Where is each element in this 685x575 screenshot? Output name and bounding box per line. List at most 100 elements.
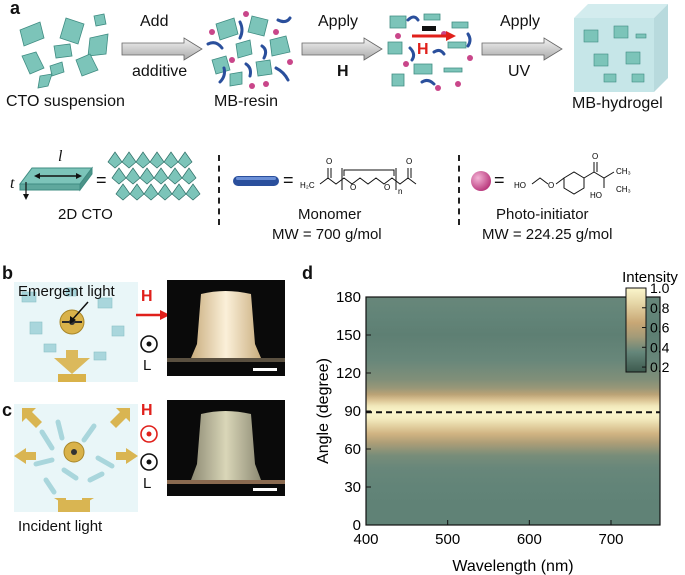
cto-octahedron xyxy=(115,183,131,201)
panel-letter-b: b xyxy=(2,263,13,283)
initiator-mw: MW = 224.25 g/mol xyxy=(482,226,613,243)
cto-octahedron xyxy=(139,167,155,185)
colorbar-tick-label: 1.0 xyxy=(650,280,670,296)
panel-letter-a: a xyxy=(10,0,21,18)
cto-octahedron xyxy=(149,151,165,169)
equals-sign-monomer: = xyxy=(283,170,294,190)
svg-text:O: O xyxy=(350,183,356,192)
stage-label-mb-hydrogel: MB-hydrogel xyxy=(572,95,663,112)
panel-c-light-l: L xyxy=(143,475,152,492)
dim-thickness-label: t xyxy=(10,175,15,192)
cto-octahedron xyxy=(129,183,145,201)
monomer-label: Monomer xyxy=(298,206,362,223)
legend-divider-1 xyxy=(218,155,220,225)
initiator-ho-label-1: HO xyxy=(514,181,526,190)
panel-b-light-l: L xyxy=(143,357,152,374)
arrow-1-bottom-label: additive xyxy=(132,63,188,80)
photo-initiator-icon xyxy=(471,171,491,191)
emergent-light-photo xyxy=(167,280,285,376)
cto-suspension-illustration xyxy=(19,13,109,89)
y-tick-label: 30 xyxy=(344,479,361,496)
cto-octahedron xyxy=(177,151,193,169)
cto-octahedron xyxy=(153,167,169,185)
cto-octahedron xyxy=(157,183,173,201)
photo-initiator-structure: O O HO HO CH₃ CH₃ xyxy=(514,152,631,200)
panel-c-field-dot-icon xyxy=(140,425,158,443)
field-label-h: H xyxy=(417,41,429,58)
colorbar-tick-label: 0.4 xyxy=(650,339,670,355)
cto-octahedron xyxy=(143,183,159,201)
arrow-2-top-label: Apply xyxy=(318,13,359,30)
arrow-3-bottom-label: UV xyxy=(508,63,531,80)
colorbar-gradient xyxy=(625,287,647,373)
monomer-h2c-label: H₂C xyxy=(300,181,315,190)
heatmap-field xyxy=(366,297,660,525)
y-tick-label: 90 xyxy=(344,403,361,420)
cto-octahedron xyxy=(125,167,141,185)
panel-b-light-dot-icon xyxy=(140,335,158,353)
colorbar-title: Intensity xyxy=(622,269,678,286)
panel-letter-d: d xyxy=(302,263,313,283)
cto-octahedron xyxy=(181,167,197,185)
monomer-icon xyxy=(233,176,279,186)
panel-c-light-dot-icon xyxy=(140,453,158,471)
arrow-3-top-label: Apply xyxy=(500,13,541,30)
arrow-2-bottom-label: H xyxy=(337,63,349,80)
y-tick-label: 180 xyxy=(336,289,361,306)
y-tick-label: 0 xyxy=(353,517,361,534)
process-arrow-1 xyxy=(121,37,203,61)
svg-text:O: O xyxy=(592,152,598,161)
legend-divider-2 xyxy=(458,155,460,225)
colorbar-tick-label: 0.6 xyxy=(650,320,670,336)
cto-octahedron xyxy=(167,167,183,185)
colorbar-tick-label: 0.2 xyxy=(650,359,670,375)
incident-light-caption: Incident light xyxy=(18,518,103,535)
colorbar-tick-label: 0.8 xyxy=(650,300,670,316)
svg-text:O: O xyxy=(326,157,332,166)
cto-octahedron xyxy=(185,183,201,201)
panel-letter-c: c xyxy=(2,400,13,420)
arrow-1-top-label: Add xyxy=(140,13,169,30)
emergent-light-caption: Emergent light xyxy=(18,283,115,300)
stage-label-cto-suspension: CTO suspension xyxy=(6,93,125,110)
x-tick-label: 500 xyxy=(435,531,460,548)
y-axis-label: Angle (degree) xyxy=(315,358,332,464)
cto-octahedron xyxy=(107,151,123,169)
y-tick-label: 150 xyxy=(336,327,361,344)
incident-light-schematic xyxy=(14,404,138,512)
stage-label-mb-resin: MB-resin xyxy=(214,93,279,110)
field-aligned-illustration xyxy=(387,13,473,91)
y-tick-label: 120 xyxy=(336,365,361,382)
incident-light-photo xyxy=(167,400,285,496)
svg-text:O: O xyxy=(384,183,390,192)
emergent-pointer-arrow xyxy=(70,301,89,324)
initiator-label: Photo-initiator xyxy=(496,206,589,223)
x-tick-label: 600 xyxy=(517,531,542,548)
x-axis-label: Wavelength (nm) xyxy=(452,558,573,575)
cto-octahedron xyxy=(171,183,187,201)
cto-octahedron xyxy=(135,151,151,169)
x-tick-label: 700 xyxy=(598,531,623,548)
svg-text:O: O xyxy=(406,157,412,166)
panel-c-field-h: H xyxy=(141,402,153,419)
initiator-ch3-label-2: CH₃ xyxy=(616,185,631,194)
process-arrow-3 xyxy=(481,37,563,61)
y-tick-label: 60 xyxy=(344,441,361,458)
dim-length-label: l xyxy=(58,148,63,165)
colorbar: 0.2 0.4 0.6 0.8 1.0 Intensity xyxy=(622,269,678,375)
cto-legend-label: 2D CTO xyxy=(58,206,113,223)
initiator-ch3-label-1: CH₃ xyxy=(616,167,631,176)
equals-sign-initiator: = xyxy=(494,170,505,190)
cto-octahedron xyxy=(163,151,179,169)
equals-sign-cto: = xyxy=(96,170,107,190)
panel-b-field-arrow xyxy=(136,310,170,320)
emergent-light-schematic xyxy=(14,282,138,382)
monomer-repeat-n-label: n xyxy=(398,187,402,196)
mb-resin-illustration xyxy=(206,11,293,89)
cto-platelet-schematic xyxy=(19,166,93,200)
svg-text:O: O xyxy=(548,181,554,190)
monomer-mw: MW = 700 g/mol xyxy=(272,226,382,243)
panel-b-field-h: H xyxy=(141,288,153,305)
process-arrow-2 xyxy=(301,37,383,61)
